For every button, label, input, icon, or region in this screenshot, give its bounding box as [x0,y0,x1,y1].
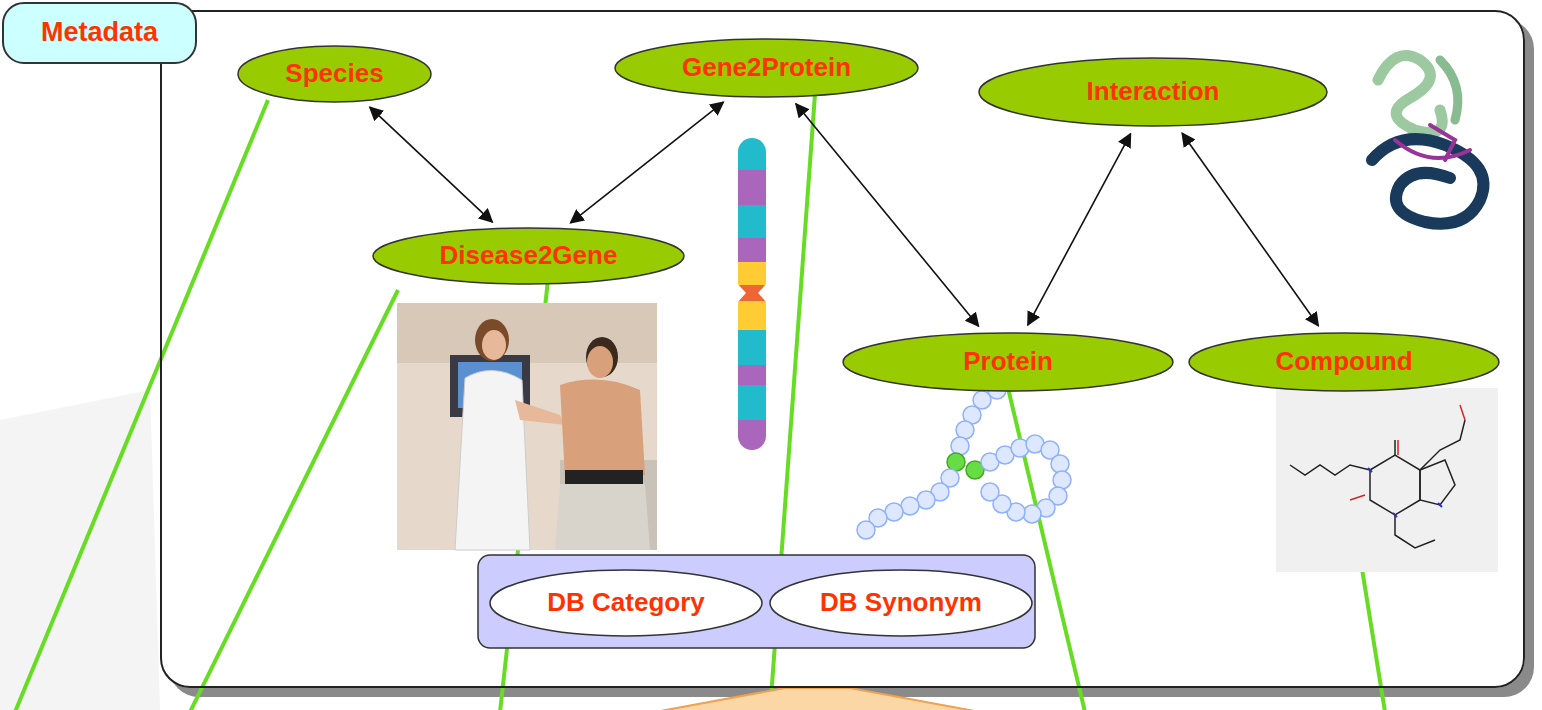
leader-line [15,100,268,710]
peptide-chain [956,421,974,439]
peptide-chain [1053,471,1071,489]
doctor-photo [587,346,613,378]
chemical-structure [1460,405,1465,420]
ellipse-outline [770,570,1032,636]
peptide-chain [951,437,969,455]
protein-ribbon [1372,139,1483,224]
peptide-chain [981,483,999,501]
metadata-panel: MetadataSpeciesGene2ProteinInteractionDi… [160,10,1525,688]
chromosome-illustration [738,170,766,205]
node-label: Disease2Gene [440,241,618,271]
node-label: Species [285,59,383,89]
ellipse-outline [843,333,1173,391]
doctor-photo [555,484,650,550]
protein-ribbon [1395,140,1470,158]
chromosome-pinch [758,282,768,304]
chemical-structure [1394,440,1396,455]
doctor-photo [565,470,643,484]
chromosome-illustration [738,365,766,385]
chromosome-illustration [738,238,766,262]
chromosome-illustration [738,301,766,330]
orange-pointer [655,688,980,710]
double-arrow [796,104,979,326]
peptide-chain [857,373,1071,539]
doctor-photo [397,303,657,550]
peptide-chain [1051,455,1069,473]
ellipse-node: Disease2Gene [372,227,685,285]
leader-line [1008,388,1085,710]
chemical-structure [1290,420,1465,548]
db-group-box [478,555,1035,648]
chemical-structure [1393,513,1397,517]
ellipse-outline [490,570,762,636]
double-arrow [370,107,493,222]
leader-line [15,94,1385,710]
ellipse-outline [373,228,684,284]
doctor-photo [560,380,645,478]
node-label: DB Synonym [820,588,982,618]
protein-ribbon [1372,56,1483,224]
chemical-structure [1368,468,1372,472]
ellipse-node: DB Synonym [769,569,1033,637]
double-arrow [1182,133,1318,326]
double-arrow [1028,134,1131,325]
doctor-photo [515,400,565,425]
chemical-structure [1395,515,1435,548]
chemical-structure [1368,468,1442,517]
chemical-structure [1276,388,1498,572]
ellipse-node: Interaction [978,57,1328,127]
ellipse-outline [238,46,431,102]
ellipse-outline [1189,333,1499,391]
doctor-photo [482,330,506,360]
node-label: Gene2Protein [682,53,851,83]
chemical-structure [1276,388,1498,572]
chemical-structure [1290,465,1370,475]
doctor-photo [397,303,657,550]
protein-ribbon [1378,56,1442,133]
doctor-photo [475,319,509,361]
chemical-structure [1397,440,1399,455]
chemical-structure [1350,495,1365,500]
node-label: Metadata [41,17,158,48]
chemical-structure [1438,503,1442,507]
chromosome-illustration [738,138,766,170]
node-label: Compound [1275,347,1412,377]
chemical-structure [1420,420,1465,470]
chromosome-illustration [738,385,766,420]
node-label: Protein [963,347,1053,377]
chemical-structure [1370,455,1420,515]
chromosome-pinch [736,282,746,304]
doctor-photo [455,370,530,550]
ellipse-outline [979,58,1327,126]
chromosome-illustration [738,330,766,365]
doctor-photo [397,303,657,363]
ellipse-node: Species [237,45,432,103]
doctor-photo [586,337,618,377]
peptide-chain [1023,505,1041,523]
protein-ribbon [1430,125,1455,160]
peptide-chain [857,521,875,539]
node-label: Interaction [1087,77,1220,107]
ellipse-node: Protein [842,332,1174,392]
chromosome-illustration [738,205,766,238]
node-label: DB Category [547,588,704,618]
chromosome-illustration [738,262,766,285]
ellipse-node: DB Category [489,569,763,637]
double-arrow [571,102,724,223]
ellipse-node: Gene2Protein [614,38,919,98]
leader-line [190,290,398,710]
panel-tab: Metadata [2,2,197,64]
chemical-structure [1420,460,1455,505]
chemical-structure [1350,405,1465,500]
ellipse-node: Compound [1188,332,1500,392]
panel-fill [160,10,1525,688]
protein-ribbon [1440,60,1458,120]
chromosome-illustration [738,420,766,450]
ellipse-outline [615,39,918,97]
